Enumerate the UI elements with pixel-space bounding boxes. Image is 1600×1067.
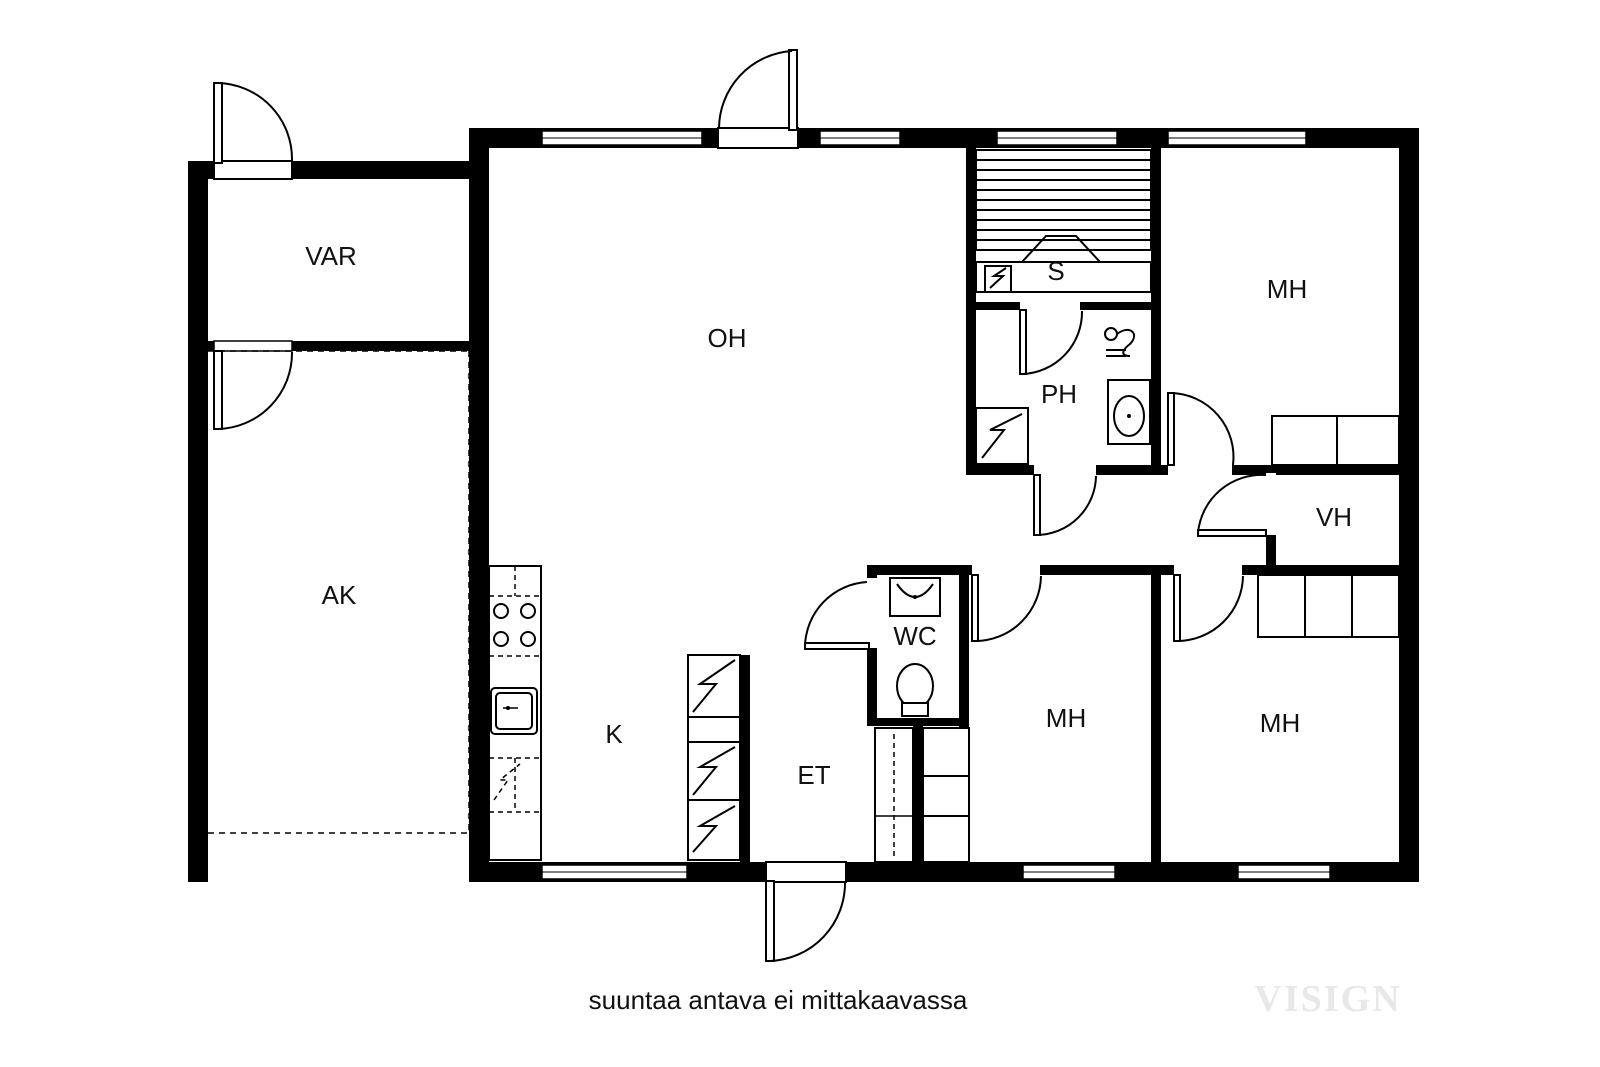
fixtures xyxy=(208,149,1400,863)
room-label-mh-middle: MH xyxy=(1046,703,1086,733)
room-label-var: VAR xyxy=(305,241,357,271)
windows xyxy=(541,130,1331,880)
room-label-s: S xyxy=(1047,256,1064,286)
scale-disclaimer-caption: suuntaa antava ei mittakaavassa xyxy=(589,985,968,1015)
room-label-ph: PH xyxy=(1041,379,1077,409)
room-label-et: ET xyxy=(797,760,830,790)
room-label-oh: OH xyxy=(708,323,747,353)
visign-watermark: VISIGN xyxy=(1254,978,1401,1020)
door-openings xyxy=(213,127,1276,883)
room-label-mh-right: MH xyxy=(1260,708,1300,738)
room-label-mh-top: MH xyxy=(1267,274,1307,304)
room-label-ak: AK xyxy=(322,580,357,610)
outer-walls xyxy=(188,128,1419,882)
room-label-k: K xyxy=(605,719,623,749)
room-labels: VAR AK OH S MH PH VH WC K ET MH MH xyxy=(305,241,1352,790)
door-swings xyxy=(213,49,1267,962)
interior-walls xyxy=(740,148,1399,862)
room-label-vh: VH xyxy=(1316,502,1352,532)
room-label-wc: WC xyxy=(893,621,936,651)
